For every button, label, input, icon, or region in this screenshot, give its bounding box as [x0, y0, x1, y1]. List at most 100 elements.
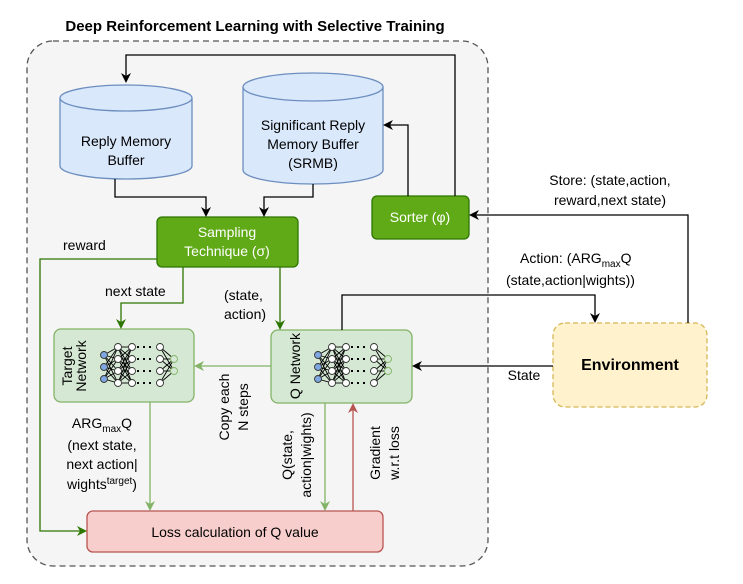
network-neuron [370, 367, 378, 375]
copy-each-label-2: N steps [235, 383, 251, 430]
target-q-suffix: Q [121, 415, 132, 431]
store-label-1: Store: (state,action, [549, 172, 670, 188]
network-neuron [370, 379, 378, 387]
network-neuron [328, 355, 336, 363]
target-network-node: Target Network [53, 328, 195, 403]
edge-sampling-to-target [116, 267, 184, 329]
network-neuron [156, 343, 164, 351]
network-neuron [128, 367, 136, 375]
action-label-suffix: Q [621, 250, 632, 266]
network-neuron [156, 367, 164, 375]
network-neuron [100, 363, 108, 371]
network-edge [331, 346, 347, 384]
edge-sorter-to-srmb [383, 120, 409, 196]
reply-memory-cylinder-body [59, 98, 193, 180]
state-label: State [508, 367, 541, 383]
target-q-wights: wights [66, 476, 107, 492]
target-network-label-2: Network [73, 339, 89, 391]
network-neuron [114, 367, 122, 375]
sampling-technique-node: Sampling Technique (σ) [156, 216, 299, 268]
network-edge [373, 358, 389, 384]
network-neuron [342, 343, 350, 351]
network-neuron [100, 375, 108, 383]
sorter-node: Sorter (φ) [371, 195, 470, 240]
srmb-label-2: Memory Buffer [267, 136, 359, 152]
network-neuron [328, 379, 336, 387]
network-edge [103, 346, 119, 380]
network-neuron [170, 355, 178, 363]
environment-label: Environment [581, 357, 679, 374]
reply-memory-label-1: Reply Memory [81, 133, 171, 149]
q-value-label-2: action|wights) [298, 412, 314, 497]
srmb-cylinder-top [242, 72, 384, 102]
target-network-label-1: Target [59, 346, 75, 385]
q-network-label: Q Network [287, 332, 303, 399]
network-neuron [384, 367, 392, 375]
q-value-label-1: Q(state, [279, 430, 295, 480]
network-neuron [370, 355, 378, 363]
network-edge [117, 358, 133, 384]
diagram-title: Deep Reinforcement Learning with Selecti… [65, 18, 444, 35]
network-neuron [128, 379, 136, 387]
network-neuron [114, 355, 122, 363]
action-label-sub: max [602, 259, 621, 270]
copy-each-label-1: Copy each [216, 374, 232, 441]
network-neuron [128, 355, 136, 363]
network-edge [317, 358, 333, 380]
network-edge [159, 358, 175, 384]
loss-calculation-node: Loss calculation of Q value [86, 510, 384, 553]
edge-env-to-sorter [469, 210, 689, 323]
network-neuron [156, 379, 164, 387]
target-q-sub: max [102, 424, 121, 435]
target-q-sup: target [107, 476, 133, 487]
target-q-prefix: ARG [72, 415, 102, 431]
sampling-label-2: Technique (σ) [184, 243, 270, 259]
network-neuron [314, 363, 322, 371]
network-neuron [342, 355, 350, 363]
reply-memory-buffer: Reply Memory Buffer [59, 84, 193, 180]
reply-memory-label-2: Buffer [107, 152, 144, 168]
action-label-prefix: Action: (ARG [520, 250, 602, 266]
next-state-label: next state [105, 283, 166, 299]
srmb-buffer: Significant Reply Memory Buffer (SRMB) [242, 72, 384, 185]
q-network-node: Q Network [270, 329, 413, 404]
reward-label: reward [63, 237, 106, 253]
loss-box [86, 510, 384, 553]
gradient-label-2: w.r.t loss [386, 426, 402, 481]
network-edge [317, 346, 333, 368]
edge-sorter-to-reply-memory [121, 54, 456, 196]
sorter-label: Sorter (φ) [390, 209, 450, 225]
network-edge [103, 346, 119, 368]
srmb-label-3: (SRMB) [288, 155, 338, 171]
reply-memory-cylinder-top [59, 84, 193, 112]
network-edge [331, 358, 347, 384]
target-q-label-4: wightstarget) [66, 476, 137, 492]
network-neuron [128, 343, 136, 351]
edge-qnet-to-env [341, 294, 600, 330]
gradient-label-1: Gradient [367, 426, 383, 480]
network-neuron [156, 355, 164, 363]
environment-box [552, 322, 708, 408]
network-neuron [342, 379, 350, 387]
network-edge [331, 346, 347, 372]
state-action-label-2: action) [224, 306, 266, 322]
network-neuron [114, 379, 122, 387]
sampling-label-1: Sampling [198, 224, 256, 240]
network-edge [117, 346, 133, 372]
target-q-close: ) [132, 476, 137, 492]
action-label-2: (state,action|wights)) [506, 272, 635, 288]
network-neuron [384, 355, 392, 363]
srmb-label-1: Significant Reply [261, 117, 365, 133]
target-q-label-2: (next state, [67, 437, 136, 453]
network-neuron [100, 351, 108, 359]
network-neuron [314, 351, 322, 359]
edge-srmb-to-sampling [259, 184, 314, 217]
network-neuron [328, 367, 336, 375]
network-edge [317, 346, 333, 380]
sampling-box [156, 216, 299, 268]
network-edge [117, 346, 133, 384]
network-neuron [314, 375, 322, 383]
edge-sampling-to-loss [39, 258, 157, 536]
state-action-label-1: (state, [224, 287, 263, 303]
